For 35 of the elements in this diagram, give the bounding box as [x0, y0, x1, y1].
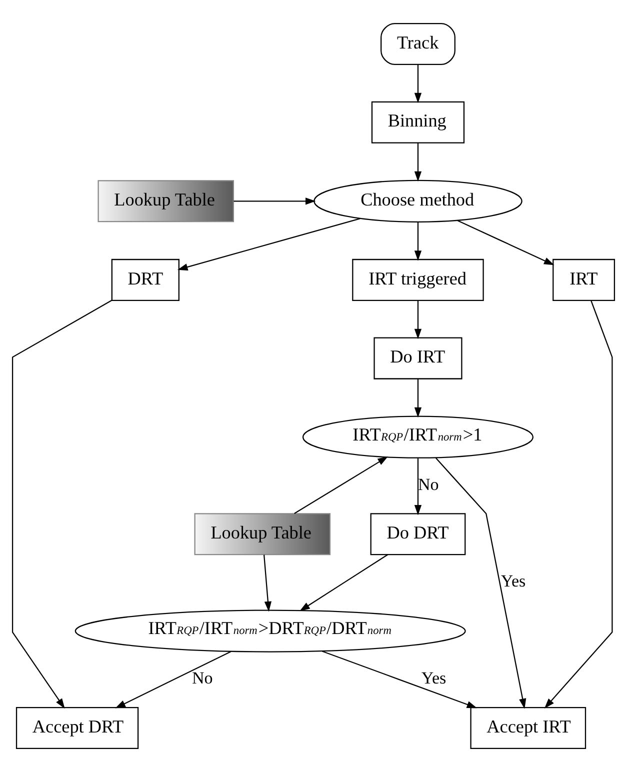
node-ellipse: IRTRQP/IRTnorm>1 — [302, 416, 534, 458]
node-box: Lookup Table — [194, 513, 331, 556]
edge-label: Yes — [421, 668, 446, 688]
arrow — [414, 458, 422, 516]
node-box: Do IRT — [374, 337, 462, 380]
arrow — [457, 220, 554, 266]
node-ellipse: IRTRQP/IRTnorm>DRTRQP/DRTnorm — [74, 610, 466, 652]
arrow — [294, 456, 388, 514]
arrow — [435, 458, 526, 709]
arrow — [300, 554, 388, 612]
arrow — [414, 142, 422, 182]
arrow — [263, 554, 272, 612]
node-box: IRT triggered — [352, 258, 484, 301]
edge-label: No — [192, 668, 213, 688]
node-box: Binning — [371, 101, 465, 144]
node-box: Accept DRT — [16, 707, 139, 750]
arrow — [12, 300, 112, 709]
edge-label: No — [418, 474, 439, 494]
node-box: IRT — [552, 258, 616, 301]
arrow — [414, 300, 422, 340]
node-box: Do DRT — [370, 513, 466, 556]
arrow — [322, 650, 478, 708]
arrow — [414, 64, 422, 104]
arrow — [414, 378, 422, 418]
node-ellipse: Choose method — [314, 180, 522, 222]
node-box: Accept IRT — [470, 707, 586, 750]
arrow — [177, 218, 360, 270]
arrow — [544, 300, 613, 709]
node-box: DRT — [111, 258, 180, 301]
arrow — [234, 198, 316, 205]
arrow — [414, 222, 422, 261]
arrow — [115, 651, 232, 708]
node-box: Lookup Table — [98, 180, 234, 222]
edge-label: Yes — [500, 571, 526, 590]
node-box: Track — [380, 22, 456, 65]
